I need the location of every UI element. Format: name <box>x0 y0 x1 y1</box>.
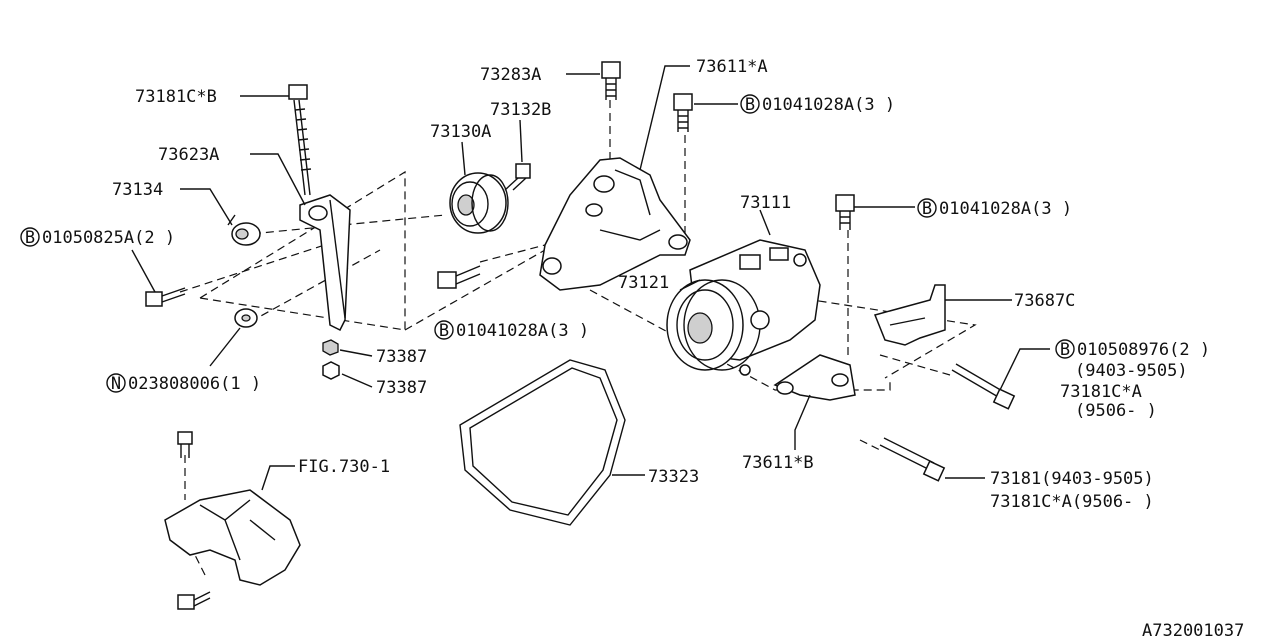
idler-pulley-73134 <box>227 214 261 246</box>
label-01041028A-top: 01041028A(3 ) <box>762 95 895 115</box>
label-73134: 73134 <box>112 180 163 200</box>
label-01041028A-right: 01041028A(3 ) <box>939 199 1072 219</box>
svg-text:B: B <box>1060 340 1070 360</box>
nut-73387-a <box>322 339 339 356</box>
label-73283A: 73283A <box>480 65 541 85</box>
bracket-73611B <box>773 354 856 401</box>
marker-b-mid: B <box>434 320 454 341</box>
svg-text:B: B <box>25 228 35 248</box>
pulley-73130A <box>449 172 509 234</box>
bolt-010508976 <box>951 363 1016 410</box>
bolt-01041028A-right <box>835 194 855 230</box>
label-010508976: 010508976(2 ) <box>1077 340 1210 360</box>
belt-73323 <box>459 359 626 526</box>
svg-text:B: B <box>439 321 449 341</box>
bolt-73283A <box>601 61 621 100</box>
label-73623A: 73623A <box>158 145 219 165</box>
bolt-73181 <box>879 437 946 482</box>
label-73111: 73111 <box>740 193 791 213</box>
label-73130A: 73130A <box>430 122 491 142</box>
label-01041028A-mid: 01041028A(3 ) <box>456 321 589 341</box>
svg-text:N: N <box>111 374 121 394</box>
label-73181: 73181(9403-9505) <box>990 469 1154 489</box>
bolt-01050825A <box>145 287 186 307</box>
label-023808006: 023808006(1 ) <box>128 374 261 394</box>
label-73387-a: 73387 <box>376 347 427 367</box>
label-fig730-1: FIG.730-1 <box>298 457 390 477</box>
label-73611B: 73611*B <box>742 453 814 473</box>
marker-b-01050825A: B <box>20 227 40 248</box>
bracket-73687C <box>873 284 946 346</box>
label-73181CB: 73181C*B <box>135 87 217 107</box>
label-73181CA-2: 73181C*A(9506- ) <box>990 492 1154 512</box>
label-73611A: 73611*A <box>696 57 768 77</box>
label-73181CA-1: 73181C*A <box>1060 382 1142 402</box>
timing-cover-fig730 <box>164 431 301 610</box>
bolt-73132B <box>504 163 531 191</box>
label-73132B: 73132B <box>490 100 551 120</box>
marker-b-010508976: B <box>1055 339 1075 360</box>
label-01050825A: 01050825A(2 ) <box>42 228 175 248</box>
bolt-01041028A-mid <box>437 265 481 289</box>
label-73687C: 73687C <box>1014 291 1075 311</box>
bolt-01041028A-top <box>673 93 693 132</box>
part-labels: 73181C*B 73623A 73134 01050825A(2 ) 0238… <box>42 57 1244 640</box>
bracket-73611A <box>539 157 691 291</box>
marker-b-right: B <box>917 198 937 219</box>
label-73323: 73323 <box>648 467 699 487</box>
svg-text:B: B <box>745 95 755 115</box>
collar-023808006 <box>234 308 258 328</box>
nut-73387-b <box>322 361 340 380</box>
marker-n-023808006: N <box>106 373 126 394</box>
tensioner-bolt-73181CB <box>288 84 312 196</box>
catalog-number: A732001037 <box>1142 621 1244 640</box>
compressor-73111 <box>666 239 821 376</box>
label-73121: 73121 <box>618 273 669 293</box>
leader-lines <box>131 65 1050 491</box>
label-9403-9505-a: (9403-9505) <box>1075 361 1188 381</box>
marker-b-top: B <box>740 94 760 115</box>
svg-text:B: B <box>922 199 932 219</box>
tensioner-bracket-73623A <box>299 194 351 332</box>
label-73387-b: 73387 <box>376 378 427 398</box>
label-9506-a: (9506- ) <box>1075 401 1157 421</box>
